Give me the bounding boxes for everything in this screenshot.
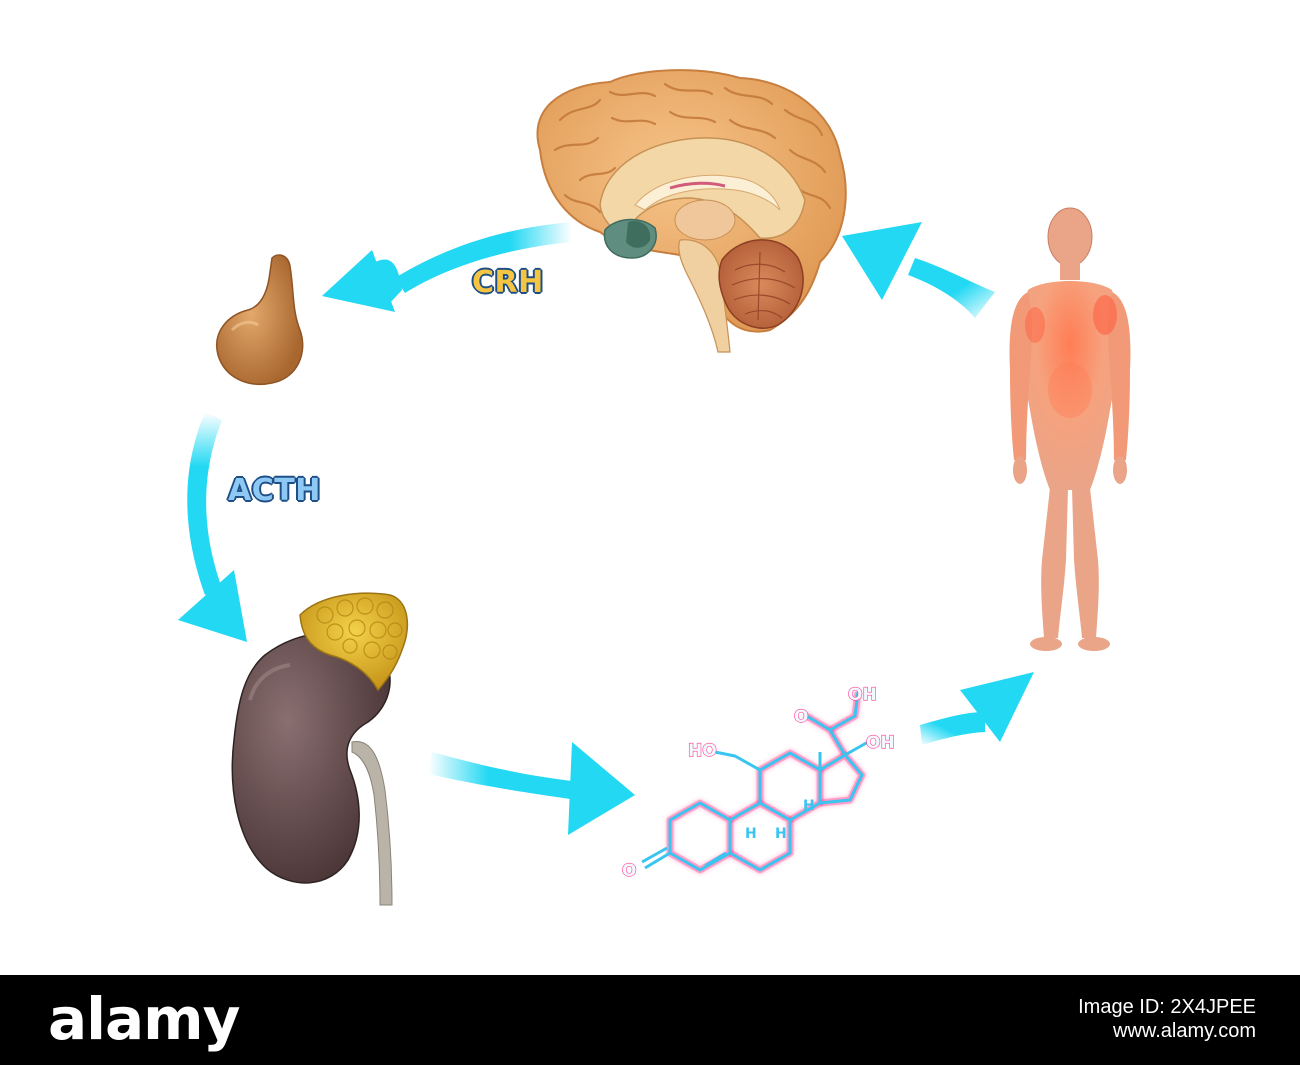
svg-text:H: H bbox=[745, 826, 757, 842]
alamy-logo: alamy bbox=[48, 985, 240, 1053]
svg-text:H: H bbox=[775, 826, 787, 842]
site-url: www.alamy.com bbox=[1113, 1020, 1256, 1042]
svg-text:H: H bbox=[803, 798, 815, 814]
arrow-pituitary-to-kidney bbox=[178, 412, 247, 642]
arrow-molecule-to-body bbox=[920, 672, 1034, 745]
molecule-label-o-top: O bbox=[794, 707, 808, 727]
human-body-icon bbox=[1009, 207, 1131, 651]
cortisol-molecule-icon: H H H HO O OH OH O bbox=[621, 684, 895, 881]
watermark-footer: alamy Image ID: 2X4JPEE www.alamy.com bbox=[0, 975, 1300, 1065]
molecule-label-o-ketone: O bbox=[622, 861, 636, 881]
molecule-label-oh-right: OH bbox=[866, 733, 895, 753]
pituitary-gland-icon bbox=[216, 254, 304, 385]
image-id-line: Image ID: 2X4JPEE bbox=[1078, 995, 1256, 1019]
molecule-label-ho: HO bbox=[688, 741, 717, 761]
kidney-adrenal-icon bbox=[231, 592, 409, 906]
brain-icon bbox=[536, 69, 847, 353]
arrow-body-to-brain bbox=[842, 222, 995, 318]
image-info: Image ID: 2X4JPEE www.alamy.com bbox=[1078, 995, 1256, 1043]
image-id: 2X4JPEE bbox=[1170, 996, 1256, 1018]
crh-label: CRH bbox=[472, 265, 544, 300]
image-id-prefix: Image ID: bbox=[1078, 996, 1165, 1018]
hpa-axis-diagram: H H H HO O OH OH O bbox=[178, 69, 1131, 906]
acth-label: ACTH bbox=[228, 473, 321, 508]
arrow-kidney-to-molecule bbox=[428, 742, 635, 835]
arrow-brain-to-pituitary bbox=[322, 222, 572, 312]
molecule-label-oh-top: OH bbox=[848, 685, 877, 705]
